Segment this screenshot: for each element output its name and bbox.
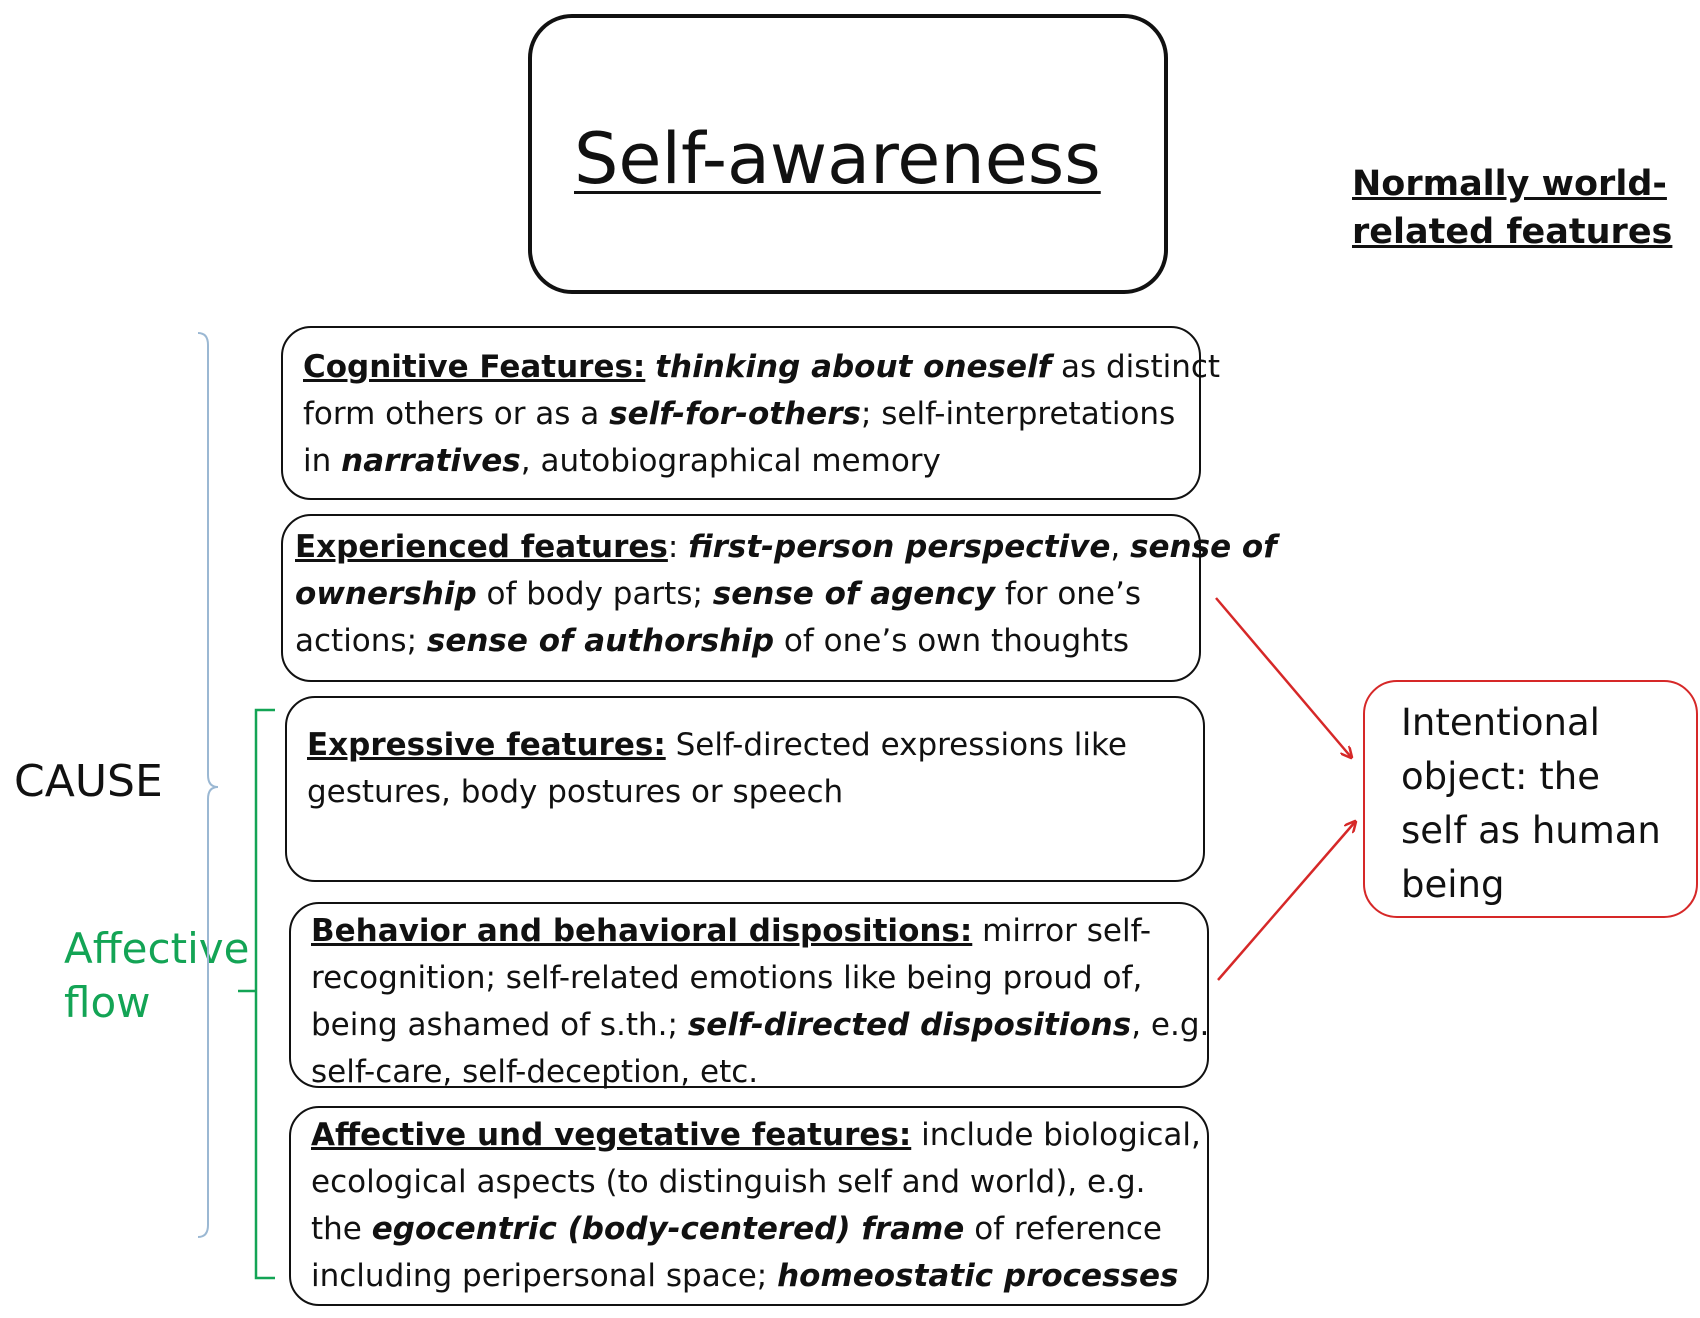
feature-label: Behavior and behavioral dispositions:: [311, 913, 973, 949]
feature-text: recognition; self-related emotions like …: [311, 960, 1143, 996]
emphasized-term: ownership: [295, 576, 477, 612]
feature-text: the: [311, 1211, 372, 1247]
emphasized-term: thinking about oneself: [655, 349, 1052, 385]
feature-text: self-care, self-deception, etc.: [311, 1054, 759, 1090]
feature-box-experienced: Experienced features: first-person persp…: [281, 514, 1277, 682]
arrow-behavior-to-object: [1217, 822, 1355, 981]
feature-line: Behavior and behavioral dispositions: mi…: [311, 908, 1187, 955]
feature-text: mirror self-: [972, 913, 1152, 949]
intentional-object-box: Intentional object: the self as human be…: [1363, 680, 1698, 918]
feature-line: self-care, self-deception, etc.: [311, 1049, 1187, 1096]
feature-text: of reference: [964, 1211, 1162, 1247]
feature-line: gestures, body postures or speech: [307, 769, 1183, 816]
feature-line: in narratives, autobiographical memory: [303, 438, 1179, 485]
feature-label: Experienced features: [295, 529, 668, 565]
cause-bracket: [197, 332, 219, 1238]
feature-text: actions;: [295, 623, 427, 659]
emphasized-term: first-person perspective: [688, 529, 1111, 565]
feature-text: Self-directed expressions like: [665, 727, 1127, 763]
feature-text: gestures, body postures or speech: [307, 774, 844, 810]
feature-line: Expressive features: Self-directed expre…: [307, 722, 1183, 769]
feature-line: recognition; self-related emotions like …: [311, 955, 1187, 1002]
feature-line: including peripersonal space; homeostati…: [311, 1253, 1187, 1300]
feature-text: including peripersonal space;: [311, 1258, 778, 1294]
feature-text: of body parts;: [476, 576, 713, 612]
feature-text: being ashamed of s.th.;: [311, 1007, 688, 1043]
feature-text: , e.g.: [1131, 1007, 1210, 1043]
feature-line: Cognitive Features: thinking about onese…: [303, 344, 1220, 391]
emphasized-term: narratives: [341, 443, 521, 479]
feature-text: include biological,: [911, 1117, 1201, 1153]
feature-label: Expressive features:: [307, 727, 666, 763]
emphasized-term: egocentric (body-centered) frame: [371, 1211, 965, 1247]
title-box: Self-awareness: [528, 14, 1168, 294]
feature-text: as distinct: [1051, 349, 1221, 385]
feature-text: for one’s: [994, 576, 1142, 612]
feature-text: ; self-interpretations: [860, 396, 1176, 432]
feature-text: :: [667, 529, 689, 565]
feature-text: of one’s own thoughts: [774, 623, 1130, 659]
feature-line: being ashamed of s.th.; self-directed di…: [311, 1002, 1209, 1049]
feature-line: actions; sense of authorship of one’s ow…: [295, 618, 1179, 665]
side-heading: Normally world- related features: [1352, 164, 1673, 252]
feature-line: the egocentric (body-centered) frame of …: [311, 1206, 1187, 1253]
cause-label: CAUSE: [14, 756, 163, 807]
feature-line: ownership of body parts; sense of agency…: [295, 571, 1179, 618]
emphasized-term: self-for-others: [609, 396, 861, 432]
feature-line: form others or as a self-for-others; sel…: [303, 391, 1179, 438]
intentional-object-text: Intentional object: the self as human be…: [1401, 701, 1661, 906]
affective-bracket: [238, 708, 275, 1280]
emphasized-term: sense of authorship: [426, 623, 775, 659]
emphasized-term: sense of: [1130, 529, 1277, 565]
emphasized-term: sense of agency: [712, 576, 995, 612]
emphasized-term: homeostatic processes: [777, 1258, 1179, 1294]
feature-line: Experienced features: first-person persp…: [295, 524, 1277, 571]
feature-box-cognitive: Cognitive Features: thinking about onese…: [281, 326, 1220, 500]
feature-label: Cognitive Features:: [303, 349, 646, 385]
feature-box-expressive: Expressive features: Self-directed expre…: [285, 696, 1205, 882]
feature-line: ecological aspects (to distinguish self …: [311, 1159, 1187, 1206]
affective-flow-label: Affective flow: [64, 924, 250, 1027]
emphasized-term: self-directed dispositions: [687, 1007, 1132, 1043]
feature-text: in: [303, 443, 342, 479]
feature-line: Affective und vegetative features: inclu…: [311, 1112, 1201, 1159]
feature-box-affective-vegetative: Affective und vegetative features: inclu…: [289, 1106, 1209, 1306]
feature-text: form others or as a: [303, 396, 610, 432]
arrow-experienced-to-object: [1215, 597, 1351, 757]
feature-box-behavior: Behavior and behavioral dispositions: mi…: [289, 902, 1209, 1090]
feature-text: ,: [1110, 529, 1131, 565]
diagram-title: Self-awareness: [574, 118, 1101, 200]
feature-text: ecological aspects (to distinguish self …: [311, 1164, 1146, 1200]
feature-label: Affective und vegetative features:: [311, 1117, 912, 1153]
feature-text: , autobiographical memory: [520, 443, 941, 479]
